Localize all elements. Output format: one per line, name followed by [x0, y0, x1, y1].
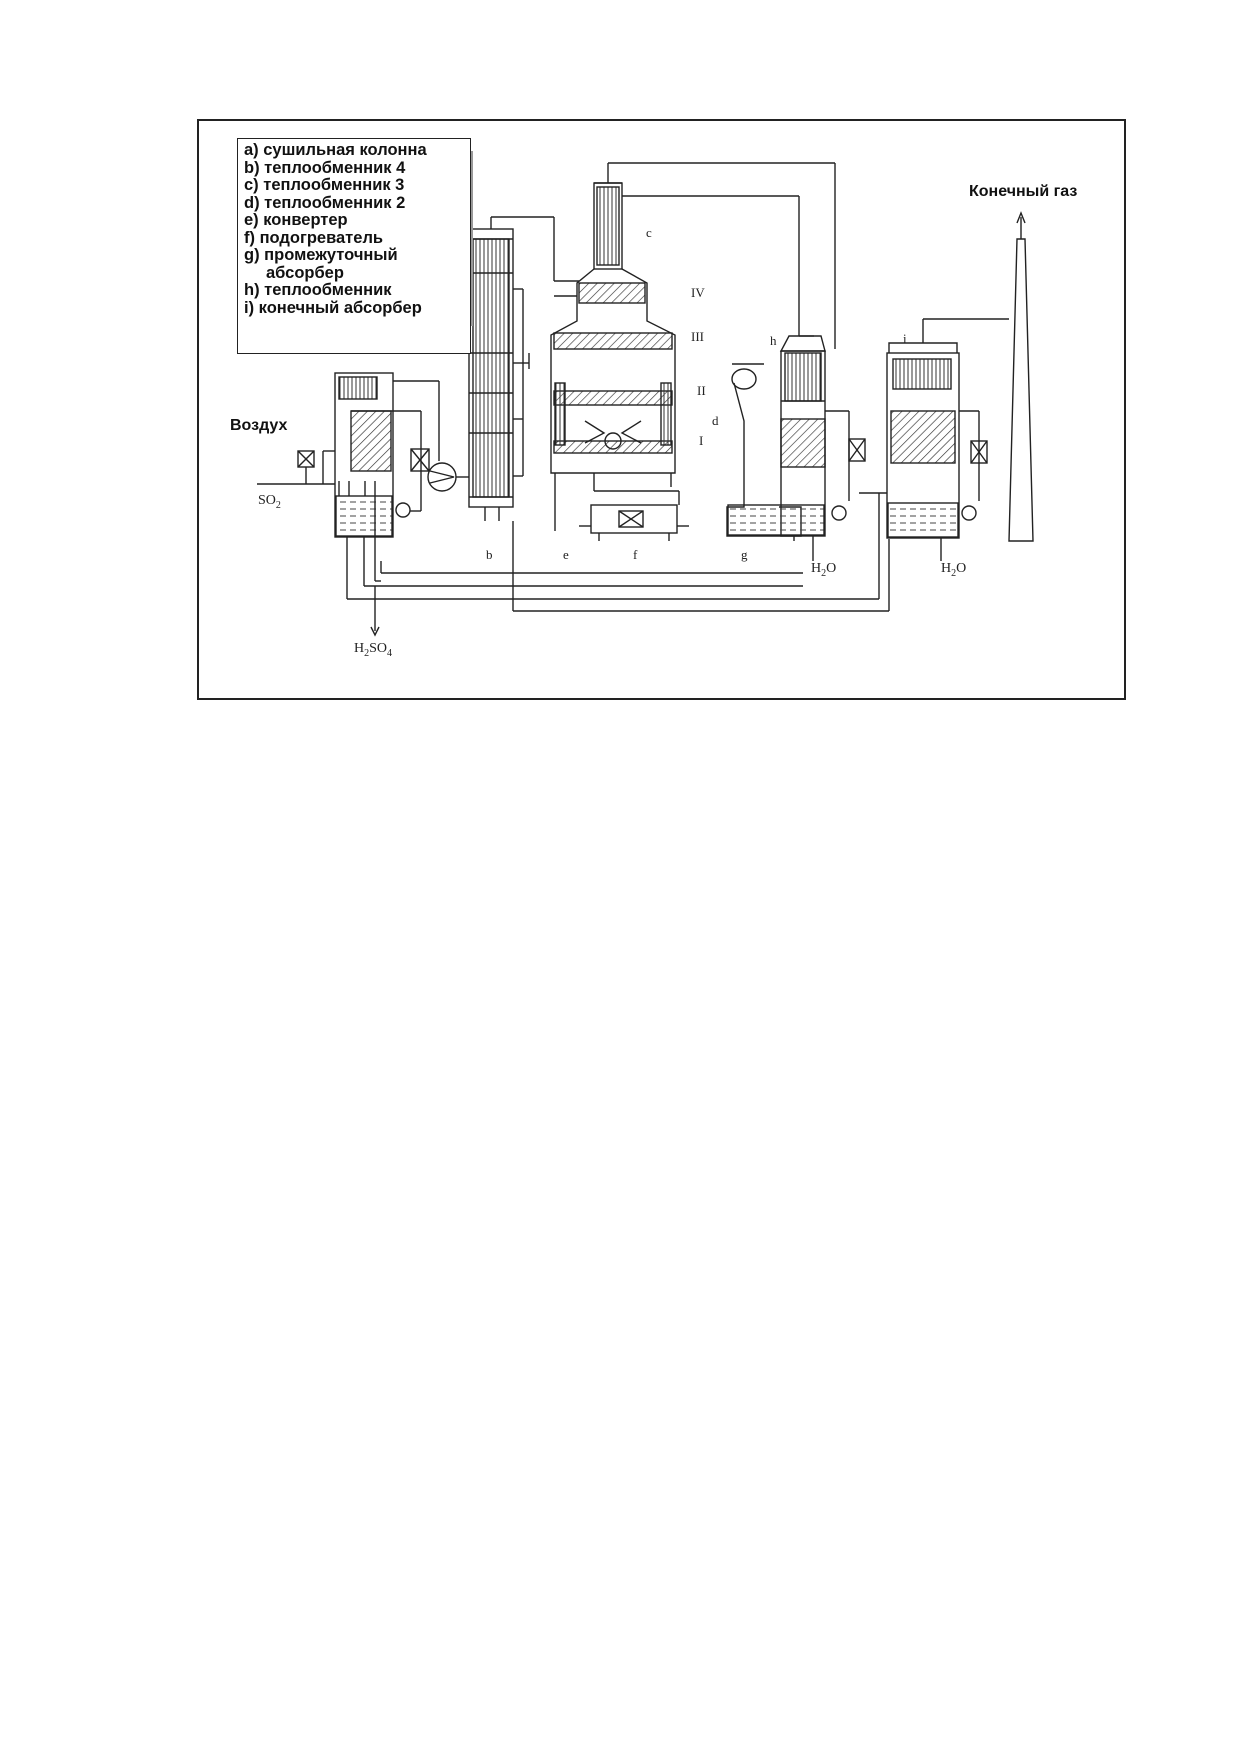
legend-item-d: d) теплообменник 2	[244, 193, 406, 212]
tag-d: d	[712, 413, 719, 428]
stack	[1008, 211, 1034, 542]
diagram-canvas	[257, 162, 1034, 637]
preheater-f	[579, 491, 689, 541]
h2o-label-1: H2O	[811, 561, 837, 579]
legend-item-b: b) теплообменник 4	[244, 158, 406, 177]
so2-label: SO2	[258, 493, 281, 511]
legend-item-f: f) подогреватель	[244, 228, 384, 247]
legend-shadow-line	[471, 151, 473, 326]
legend-box: a) сушильная колонна b) теплообменник 4 …	[237, 138, 471, 354]
legend-item-c: c) теплообменник 3	[244, 176, 405, 194]
stage-iv: IV	[691, 285, 705, 300]
tag-i: i	[903, 331, 907, 346]
tag-b: b	[486, 547, 493, 562]
tag-f: f	[633, 547, 638, 562]
heat-exchanger-b	[468, 216, 579, 521]
tag-g: g	[741, 547, 748, 562]
drying-column-a	[257, 372, 430, 538]
process-flow-diagram: a) сушильная колонна b) теплообменник 4 …	[197, 119, 1126, 700]
bottom-piping	[346, 493, 942, 637]
h2o-label-2: H2O	[941, 561, 967, 579]
legend-item-a: a) сушильная колонна	[244, 141, 427, 159]
tag-h: h	[770, 333, 777, 348]
stage-ii: II	[697, 383, 706, 398]
tag-c: c	[646, 225, 652, 240]
final-gas-label: Конечный газ	[969, 183, 1078, 200]
stage-iii: III	[691, 329, 704, 344]
intermediate-absorber-g	[726, 335, 866, 541]
stage-i: I	[699, 433, 704, 448]
legend-item-g: g) промежуточный	[244, 246, 398, 264]
converter-e	[550, 162, 836, 531]
air-label: Воздух	[230, 417, 288, 434]
h2so4-label: H2SO4	[354, 641, 393, 659]
final-absorber-i	[859, 318, 1009, 539]
legend-item-g-cont: абсорбер	[266, 263, 344, 282]
legend-item-i: i) конечный абсорбер	[244, 298, 422, 317]
legend-item-h: h) теплообменник	[244, 281, 392, 299]
tag-e: e	[563, 547, 569, 562]
blower	[393, 380, 469, 492]
legend-item-e: e) конвертер	[244, 211, 348, 229]
